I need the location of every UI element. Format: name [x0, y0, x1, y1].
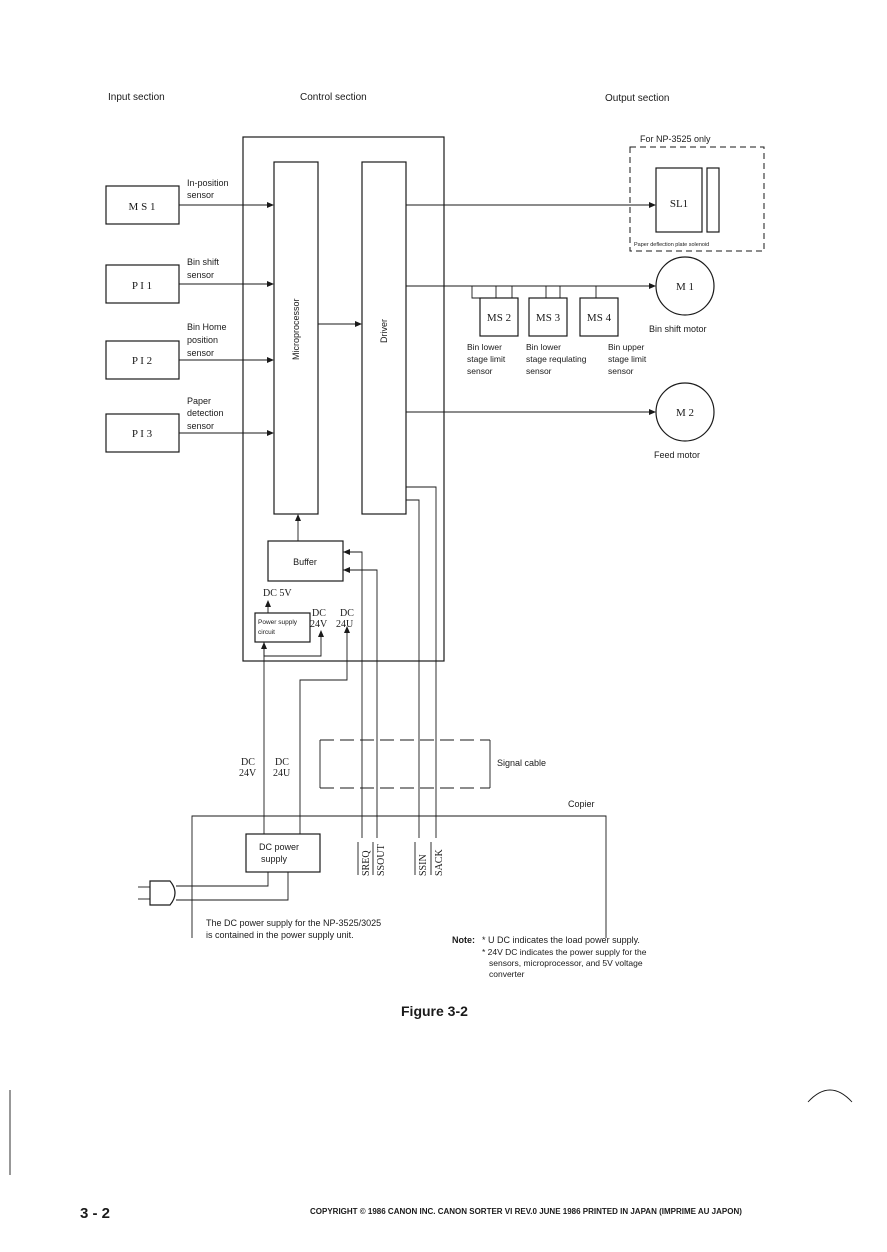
- driver-label: Driver: [379, 319, 389, 343]
- ms1-box-label: M S 1: [129, 201, 156, 213]
- dc24v-bottom: 24V: [310, 619, 328, 630]
- page-number: 3 - 2: [80, 1205, 110, 1222]
- power-supply-circuit-block: [254, 612, 311, 643]
- ms2-label-line2: stage limit: [467, 354, 506, 364]
- dc24v-top: DC: [312, 608, 326, 619]
- pi3-label-line3: sensor: [187, 421, 214, 431]
- note-label: Note:: [452, 935, 475, 945]
- note-line2: * 24V DC indicates the power supply for …: [482, 947, 647, 957]
- pi2-label-line2: position: [187, 335, 218, 345]
- signal-ssin: SSIN: [418, 854, 429, 876]
- control-section-heading: Control section: [300, 92, 367, 103]
- signal-sreq: SREQ: [361, 850, 372, 876]
- switch-ms3: MS 3 Bin lower stage requlating sensor: [526, 297, 587, 376]
- pi1-label-line1: Bin shift: [187, 257, 220, 267]
- microprocessor-label: Microprocessor: [291, 298, 301, 360]
- switch-ms4: MS 4 Bin upper stage limit sensor: [579, 297, 647, 376]
- input-pi1: P I 1 Bin shift sensor: [105, 257, 274, 304]
- sl1-caption: Paper deflection plate solenoid: [634, 242, 709, 248]
- ms2-box-label: MS 2: [487, 312, 511, 324]
- ms3-label-line1: Bin lower: [526, 342, 561, 352]
- pi1-box-label: P I 1: [132, 280, 152, 292]
- dc-power-label-line2: supply: [261, 854, 288, 864]
- m2-caption: Feed motor: [654, 450, 700, 460]
- output-section-heading: Output section: [605, 93, 669, 104]
- psu-label-line2: circuit: [258, 629, 275, 636]
- pi3-label-line2: detection: [187, 408, 224, 418]
- copier-box: [191, 815, 607, 938]
- lower-dc24v-top: DC: [241, 757, 255, 768]
- pi1-label-line2: sensor: [187, 270, 214, 280]
- input-pi2: P I 2 Bin Home position sensor: [105, 322, 274, 380]
- lower-dc24v-bottom: 24V: [239, 768, 257, 779]
- sl1-block: [655, 167, 703, 233]
- dc-power-supply-block: [245, 833, 321, 873]
- pi2-label-line1: Bin Home: [187, 322, 227, 332]
- signal-ssout: SSOUT: [376, 844, 387, 876]
- m2-motor: [655, 382, 715, 442]
- dc-power-label-line1: DC power: [259, 842, 299, 852]
- buffer-label: Buffer: [293, 557, 317, 567]
- signal-sack: SACK: [434, 849, 445, 876]
- copier-note-line1: The DC power supply for the NP-3525/3025: [206, 918, 381, 928]
- driver-block: [361, 161, 407, 515]
- pi2-box-label: P I 2: [132, 355, 152, 367]
- m1-caption: Bin shift motor: [649, 324, 707, 334]
- ms1-label-line1: In-position: [187, 178, 229, 188]
- ms3-box-label: MS 3: [536, 312, 561, 324]
- note-line4: converter: [489, 969, 525, 979]
- note-line1: * U DC indicates the load power supply.: [482, 935, 640, 945]
- switch-ms2: MS 2 Bin lower stage limit sensor: [467, 297, 519, 376]
- ms1-label-line2: sensor: [187, 190, 214, 200]
- lower-dc24u-bottom: 24U: [273, 768, 291, 779]
- pi3-box-label: P I 3: [132, 428, 153, 440]
- np3525-only-label: For NP-3525 only: [640, 134, 711, 144]
- input-pi3: P I 3 Paper detection sensor: [105, 396, 274, 453]
- copier-note-line2: is contained in the power supply unit.: [206, 930, 354, 940]
- ms4-label-line1: Bin upper: [608, 342, 645, 352]
- signal-cable-label: Signal cable: [497, 758, 546, 768]
- input-ms1: M S 1 In-position sensor: [105, 178, 274, 225]
- ms3-label-line3: sensor: [526, 366, 552, 376]
- microprocessor-block: [273, 161, 319, 515]
- ms4-box-label: MS 4: [587, 312, 612, 324]
- footer-copyright: COPYRIGHT © 1986 CANON INC. CANON SORTER…: [310, 1207, 742, 1216]
- ms4-label-line2: stage limit: [608, 354, 647, 364]
- sl1-label: SL1: [670, 198, 688, 210]
- m2-label: M 2: [676, 407, 694, 419]
- dc24u-bottom: 24U: [336, 619, 354, 630]
- scan-artifact-mark: [807, 1089, 853, 1103]
- pi3-label-line1: Paper: [187, 396, 211, 406]
- ms2-label-line1: Bin lower: [467, 342, 502, 352]
- lower-dc24u-top: DC: [275, 757, 289, 768]
- m1-label: M 1: [676, 281, 694, 293]
- pi2-label-line3: sensor: [187, 348, 214, 358]
- control-section-box: [242, 136, 445, 662]
- dc24u-top: DC: [340, 608, 354, 619]
- input-section-heading: Input section: [108, 92, 165, 103]
- figure-caption: Figure 3-2: [401, 1003, 468, 1019]
- np3525-only-region: [629, 146, 765, 252]
- dc5v-label: DC 5V: [263, 588, 292, 599]
- ms4-label-line3: sensor: [608, 366, 634, 376]
- power-plug-icon: [138, 880, 176, 906]
- m1-motor: [655, 256, 715, 316]
- psu-label-line1: Power supply: [258, 619, 298, 626]
- buffer-block: [267, 540, 344, 582]
- deflection-plate: [706, 167, 720, 233]
- copier-label: Copier: [568, 799, 595, 809]
- ms2-label-line3: sensor: [467, 366, 493, 376]
- ms3-label-line2: stage requlating: [526, 354, 587, 364]
- note-line3: sensors, microprocessor, and 5V voltage: [489, 958, 643, 968]
